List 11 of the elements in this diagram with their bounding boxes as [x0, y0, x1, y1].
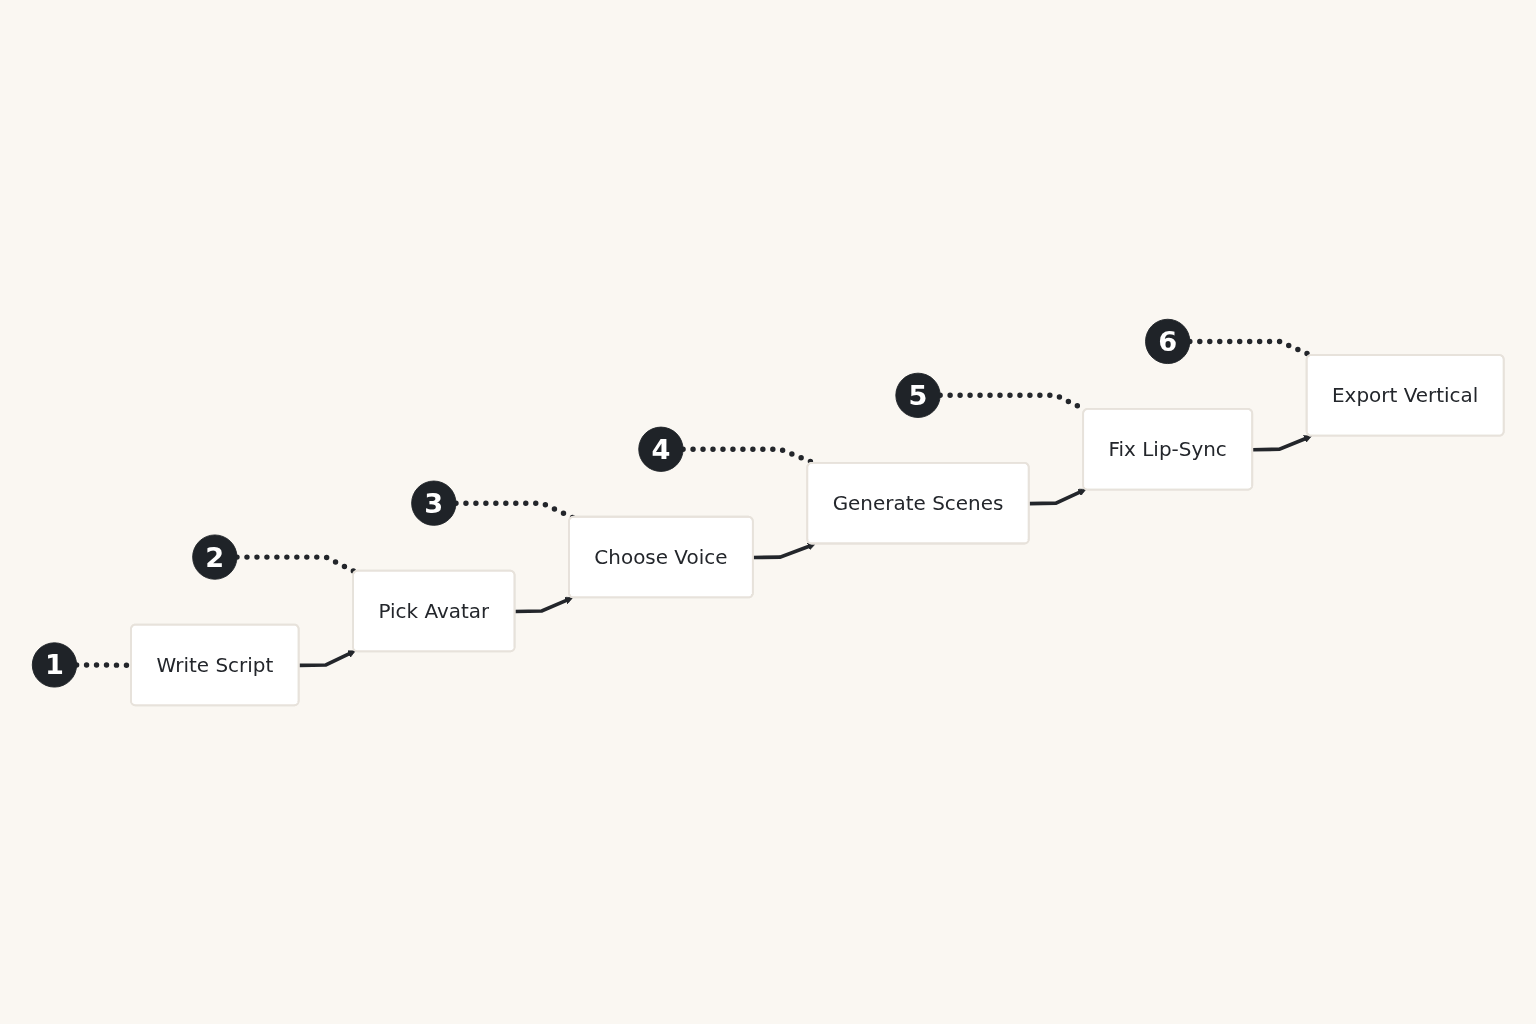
node-circle: 5: [895, 372, 941, 418]
arrow: [1252, 434, 1312, 452]
node-circle: 4: [638, 426, 684, 472]
node-circle: 1: [31, 642, 78, 688]
node-circle: 2: [192, 534, 238, 580]
node-circle: 3: [411, 480, 457, 526]
arrow: [515, 596, 573, 613]
node-circle: 6: [1145, 318, 1191, 364]
arrow: [753, 542, 816, 560]
arrow: [1029, 488, 1087, 506]
arrow: [299, 650, 356, 667]
